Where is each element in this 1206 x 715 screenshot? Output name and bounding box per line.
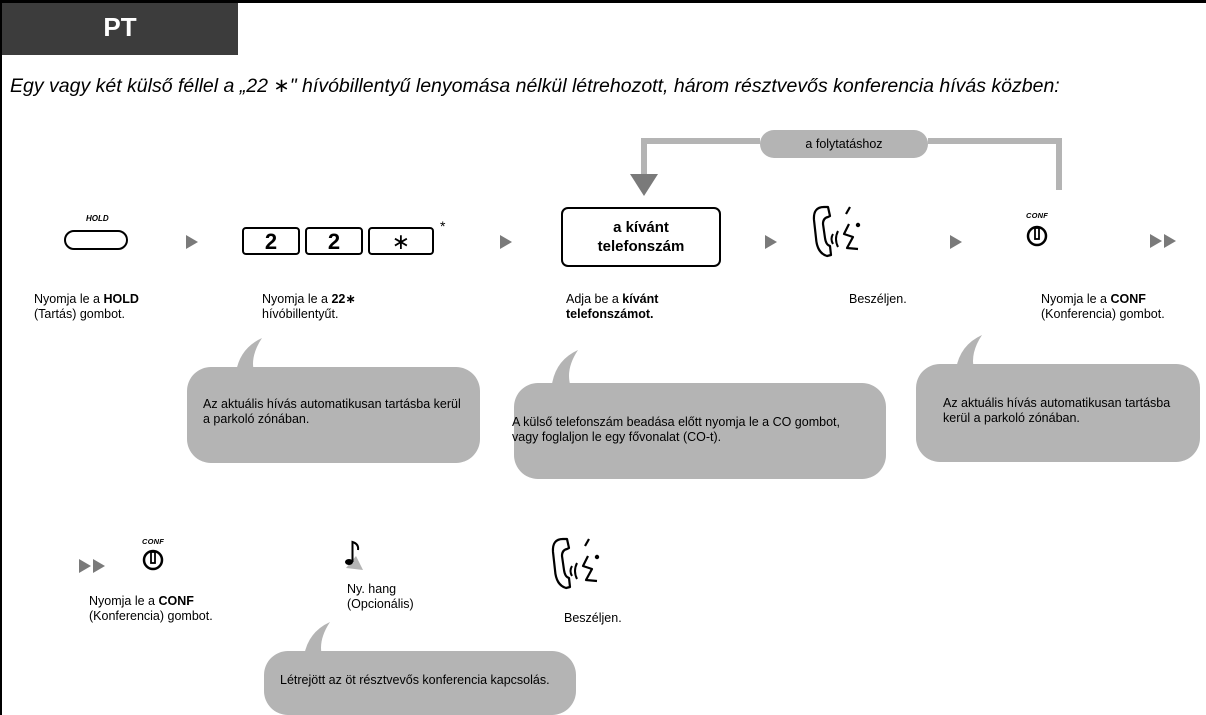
note-hold-parking: Az aktuális hívás automatikusan tartásba… [187,367,480,463]
tone-line2: (Opcionális) [347,597,414,611]
conf2-step-desc: Nyomja le a CONF (Konferencia) gombot. [89,594,213,623]
loop-line-right [928,138,1062,144]
loop-line-left [641,138,760,144]
music-note-icon [345,540,363,570]
next-arrow-icon [186,235,198,249]
note-hold-parking-2: Az aktuális hívás automatikusan tartásba… [916,364,1200,462]
phone-number-key: a kívánt telefonszám [561,207,721,267]
next-arrow-icon [500,235,512,249]
tone-desc: Ny. hang (Opcionális) [347,582,414,612]
note-co-line: A külső telefonszám beadása előtt nyomja… [512,383,886,479]
conf-button-icon [142,549,164,571]
key-2: 2 [305,227,363,255]
bubble-tail [552,350,578,384]
conf-key-label: CONF [1026,211,1049,220]
dial-step-desc: Nyomja le a 22∗ hívóbillentyűt. [262,292,356,321]
next-arrow-icon [765,235,777,249]
double-arrow-icon [1150,234,1162,248]
conf-button-icon [1026,225,1048,247]
bubble-tail [236,338,262,372]
talk-icon [812,205,861,258]
double-arrow-icon [93,559,105,573]
loop-line-down [641,138,647,176]
key-2: 2 [242,227,300,255]
footnote-mark: * [440,218,446,234]
talk2-step-desc: Beszéljen. [564,611,622,625]
talk-step-desc: Beszéljen. [849,292,907,306]
conf-key-label: CONF [142,537,165,546]
number-step-desc: Adja be a kívánt telefonszámot. [566,292,659,321]
talk-icon [551,537,600,590]
hold-button-icon [64,230,128,250]
continue-label: a folytatáshoz [760,130,928,158]
note-five-party-conf: Létrejött az öt résztvevős konferencia k… [264,651,576,715]
frame-top-border [0,0,1206,3]
double-arrow-icon [79,559,91,573]
key-star: ∗ [368,227,434,255]
pt-tab: PT [2,3,238,55]
bubble-tail [304,622,330,656]
next-arrow-icon [950,235,962,249]
frame-left-border [0,0,2,715]
note-co-line-text: A külső telefonszám beadása előtt nyomja… [512,415,840,444]
bubble-tail [956,335,982,369]
hold-key-label: HOLD [86,214,109,223]
conf-step-desc: Nyomja le a CONF (Konferencia) gombot. [1041,292,1165,321]
double-arrow-icon [1164,234,1176,248]
loop-arrow-head [630,174,658,196]
loop-line-up [1056,138,1062,190]
hold-step-desc: Nyomja le a HOLD (Tartás) gombot. [34,292,139,321]
procedure-title: Egy vagy két külső féllel a „22 ∗" hívób… [10,75,1060,97]
tone-line1: Ny. hang [347,582,397,596]
